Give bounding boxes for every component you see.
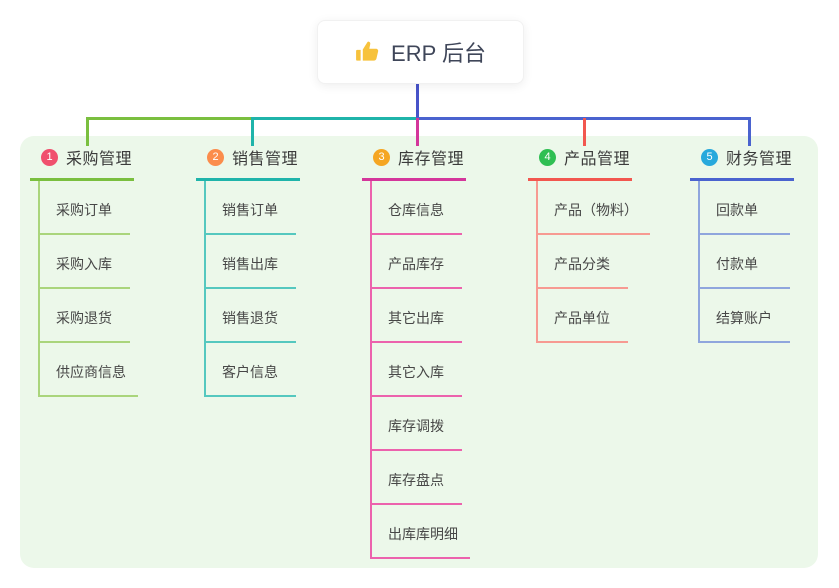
child-node[interactable]: 其它入库 — [372, 343, 462, 397]
child-node[interactable]: 产品分类 — [538, 235, 628, 289]
child-node[interactable]: 其它出库 — [372, 289, 462, 343]
root-title: ERP 后台 — [391, 41, 486, 66]
child-node[interactable]: 客户信息 — [206, 343, 296, 397]
child-node[interactable]: 产品库存 — [372, 235, 462, 289]
child-label: 付款单 — [716, 256, 758, 272]
child-label: 供应商信息 — [56, 364, 126, 380]
child-label: 销售退货 — [222, 310, 278, 326]
child-label: 产品分类 — [554, 256, 610, 272]
child-label: 产品单位 — [554, 310, 610, 326]
child-node[interactable]: 库存盘点 — [372, 451, 462, 505]
child-label: 客户信息 — [222, 364, 278, 380]
child-label: 仓库信息 — [388, 202, 444, 218]
child-node[interactable]: 采购订单 — [40, 181, 130, 235]
child-node[interactable]: 采购入库 — [40, 235, 130, 289]
child-node[interactable]: 回款单 — [700, 181, 790, 235]
branch-drop-line — [748, 118, 751, 146]
branch-children: 回款单 付款单 结算账户 — [698, 181, 790, 343]
child-label: 库存盘点 — [388, 472, 444, 488]
child-node[interactable]: 仓库信息 — [372, 181, 462, 235]
child-node[interactable]: 库存调拨 — [372, 397, 462, 451]
branch-number-badge: 5 — [701, 148, 718, 166]
child-label: 回款单 — [716, 202, 758, 218]
branch-drop-line — [86, 118, 89, 146]
root-node[interactable]: ERP 后台 — [317, 20, 524, 84]
child-label: 其它出库 — [388, 310, 444, 326]
child-label: 其它入库 — [388, 364, 444, 380]
branch-header[interactable]: 2 销售管理 — [196, 145, 301, 181]
branch-drop-line — [583, 118, 586, 146]
branch-number-badge: 2 — [207, 148, 224, 166]
branch-children: 采购订单 采购入库 采购退货 供应商信息 — [38, 181, 138, 397]
root-connector-line — [416, 82, 419, 118]
branch-label: 库存管理 — [398, 151, 465, 168]
child-node[interactable]: 供应商信息 — [40, 343, 138, 397]
child-node[interactable]: 结算账户 — [700, 289, 790, 343]
branch-drop-line — [251, 118, 254, 146]
branch: 5 财务管理 回款单 付款单 结算账户 — [690, 145, 795, 343]
branch-drop-line — [416, 118, 419, 146]
branch: 4 产品管理 产品（物料） 产品分类 产品单位 — [528, 145, 650, 343]
branch-number-badge: 1 — [41, 148, 58, 166]
branch-header[interactable]: 3 库存管理 — [362, 145, 467, 181]
branch: 2 销售管理 销售订单 销售出库 销售退货 客户信息 — [196, 145, 301, 397]
child-node[interactable]: 采购退货 — [40, 289, 130, 343]
child-label: 采购退货 — [56, 310, 112, 326]
bus-segment-green — [86, 117, 253, 120]
child-label: 采购入库 — [56, 256, 112, 272]
child-label: 结算账户 — [716, 310, 772, 326]
child-label: 出库库明细 — [388, 526, 458, 542]
child-node[interactable]: 产品单位 — [538, 289, 628, 343]
child-label: 采购订单 — [56, 202, 112, 218]
child-node[interactable]: 销售出库 — [206, 235, 296, 289]
thumbs-up-icon — [355, 39, 381, 65]
child-label: 销售出库 — [222, 256, 278, 272]
child-node[interactable]: 销售退货 — [206, 289, 296, 343]
branch-number-badge: 3 — [373, 148, 390, 166]
branch-header[interactable]: 5 财务管理 — [690, 145, 795, 181]
child-node[interactable]: 出库库明细 — [372, 505, 470, 559]
child-label: 销售订单 — [222, 202, 278, 218]
branch-children: 销售订单 销售出库 销售退货 客户信息 — [204, 181, 296, 397]
child-label: 库存调拨 — [388, 418, 444, 434]
branch-header[interactable]: 1 采购管理 — [30, 145, 135, 181]
child-label: 产品库存 — [388, 256, 444, 272]
branch-header[interactable]: 4 产品管理 — [528, 145, 633, 181]
child-node[interactable]: 销售订单 — [206, 181, 296, 235]
branch-children: 仓库信息 产品库存 其它出库 其它入库 库存调拨 库存盘点 出库库明细 — [370, 181, 470, 559]
child-node[interactable]: 付款单 — [700, 235, 790, 289]
bus-segment-teal — [251, 117, 418, 120]
child-label: 产品（物料） — [554, 202, 638, 218]
branch-children: 产品（物料） 产品分类 产品单位 — [536, 181, 650, 343]
branch-label: 产品管理 — [564, 151, 631, 168]
branch-number-badge: 4 — [539, 148, 556, 166]
branch-label: 财务管理 — [726, 151, 793, 168]
branch: 1 采购管理 采购订单 采购入库 采购退货 供应商信息 — [30, 145, 138, 397]
branches-panel — [20, 136, 818, 568]
branch: 3 库存管理 仓库信息 产品库存 其它出库 其它入库 库存调拨 库存盘点 出库库… — [362, 145, 470, 559]
branch-label: 采购管理 — [66, 151, 133, 168]
child-node[interactable]: 产品（物料） — [538, 181, 650, 235]
branch-label: 销售管理 — [232, 151, 299, 168]
